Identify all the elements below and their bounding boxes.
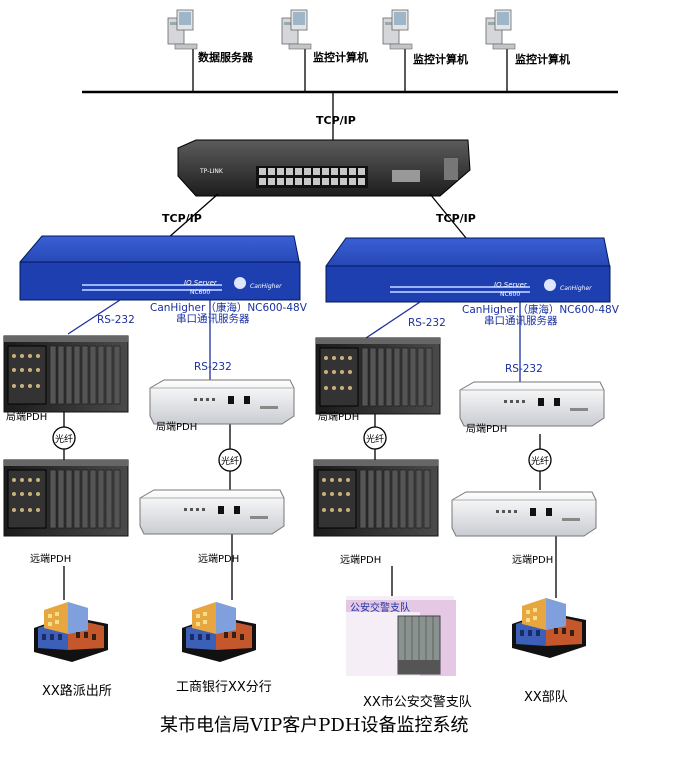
serial-server-left [19, 235, 301, 301]
pdh-remote-rack-3 [313, 459, 439, 537]
server-panel-brand: CanHigher [250, 283, 282, 290]
tcpip-label-right: TCP/IP [436, 212, 476, 225]
fiber-node-2 [218, 448, 242, 472]
fiber-label: 光纤 [221, 455, 239, 467]
server-panel-model: NC600 [500, 291, 520, 298]
rs232-label: RS-232 [408, 317, 446, 329]
fiber-label: 光纤 [366, 433, 384, 445]
node-label: 监控计算机 [313, 51, 368, 64]
fiber-label: 光纤 [531, 455, 549, 467]
pdh-local-rack-1 [3, 335, 129, 413]
building-icon [512, 598, 586, 658]
remote-pdh-label: 远端PDH [340, 555, 382, 566]
node-label: 数据服务器 [198, 51, 253, 64]
node-label: 监控计算机 [515, 53, 570, 66]
rs232-links [67, 299, 521, 384]
node-label: 监控计算机 [413, 53, 468, 66]
serial-server-desc: 串口通讯服务器 [484, 315, 558, 327]
pdh-remote-box-4 [451, 491, 597, 537]
site-label: 工商银行XX分行 [176, 680, 272, 695]
page-title: 某市电信局VIP客户PDH设备监控系统 [160, 715, 469, 736]
computer-icon [382, 9, 413, 50]
fiber-node-3 [363, 426, 387, 450]
fiber-label: 光纤 [55, 433, 73, 445]
fiber-node-1 [52, 426, 76, 450]
site-label: XX部队 [524, 690, 568, 705]
pdh-remote-rack-1 [3, 459, 129, 537]
remote-pdh-label: 远端PDH [512, 555, 554, 566]
local-pdh-label: 局端PDH [156, 422, 198, 433]
switch-brand-text: TP-LINK [199, 168, 224, 175]
rs232-label: RS-232 [505, 363, 543, 375]
local-pdh-label: 局端PDH [6, 412, 48, 423]
server-panel-model: NC600 [190, 289, 210, 296]
tcpip-label-top: TCP/IP [316, 114, 356, 127]
building-icon [182, 602, 256, 662]
switch-device [177, 139, 471, 197]
local-pdh-label: 局端PDH [318, 412, 360, 423]
server-panel-text: IO Server [494, 281, 528, 289]
server-icon [167, 9, 198, 50]
server-panel-text: IO Server [184, 279, 218, 287]
computer-icon [281, 9, 312, 50]
police-sign-text: 公安交警支队 [350, 601, 410, 614]
serial-server-right [325, 237, 611, 303]
police-building-icon [346, 596, 456, 676]
local-pdh-label: 局端PDH [466, 424, 508, 435]
tcpip-label-left: TCP/IP [162, 212, 202, 225]
site-label: XX市公安交警支队 [363, 695, 472, 710]
fiber-node-4 [528, 448, 552, 472]
site-label: XX路派出所 [42, 684, 112, 699]
serial-server-desc: 串口通讯服务器 [176, 313, 250, 325]
computer-icon [485, 9, 516, 50]
server-panel-brand: CanHigher [560, 285, 592, 292]
serial-server-name: CanHigher（康海）NC600-48V [150, 302, 307, 314]
pdh-remote-box-2 [139, 489, 285, 535]
remote-pdh-label: 远端PDH [198, 554, 240, 565]
pdh-local-rack-3 [315, 337, 441, 415]
rs232-label: RS-232 [97, 314, 135, 326]
rs232-label: RS-232 [194, 361, 232, 373]
remote-pdh-label: 远端PDH [30, 554, 72, 565]
building-icon [34, 602, 108, 662]
serial-server-name: CanHigher（康海）NC600-48V [462, 304, 619, 316]
